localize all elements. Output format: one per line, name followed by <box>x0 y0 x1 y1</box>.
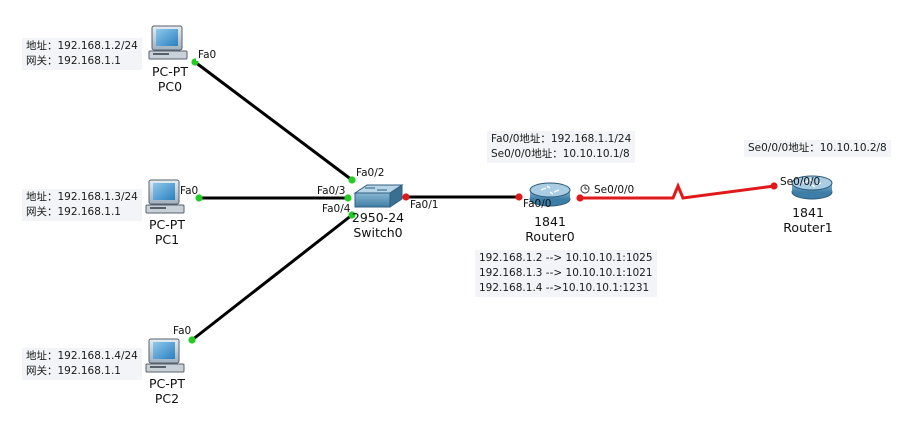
router0-router-icon[interactable] <box>529 182 571 207</box>
pc2-model: PC-PT <box>149 376 185 391</box>
switch0-name: Switch0 <box>353 225 403 240</box>
router0-address-note: Fa0/0地址：192.168.1.1/24 Se0/0/0地址：10.10.1… <box>487 131 636 163</box>
switch0-label: 2950-24 Switch0 <box>343 210 413 240</box>
port-label-pc2: Fa0 <box>173 325 191 337</box>
pc0-model: PC-PT <box>152 64 188 79</box>
pc2-name: PC2 <box>154 391 180 406</box>
link-dot <box>576 194 584 202</box>
port-label-switch0-fa01: Fa0/1 <box>410 199 438 211</box>
pc0-address-note: 地址：192.168.1.2/24 网关：192.168.1.1 <box>22 38 142 70</box>
router0-nat-note: 192.168.1.2 --> 10.10.10.1:1025 192.168.… <box>475 250 657 297</box>
pc0-label: PC-PT PC0 <box>138 64 202 94</box>
note-line: 地址：192.168.1.4/24 <box>26 350 138 362</box>
router1-model: 1841 <box>792 205 824 220</box>
link-dot <box>188 336 196 344</box>
router1-router-icon[interactable] <box>791 175 833 200</box>
pc2-label: PC-PT PC2 <box>135 376 199 406</box>
link-dot <box>348 211 356 219</box>
port-label-pc1: Fa0 <box>180 185 198 197</box>
link-dot <box>195 194 203 202</box>
router0-model: 1841 <box>534 214 566 229</box>
link-status-dots <box>188 58 778 344</box>
note-line: 192.168.1.4 -->10.10.10.1:1231 <box>479 282 650 294</box>
router0-name: Router0 <box>525 229 575 244</box>
pc2-address-note: 地址：192.168.1.4/24 网关：192.168.1.1 <box>22 348 142 380</box>
port-label-router1-se000: Se0/0/0 <box>780 176 820 188</box>
router1-address-note: Se0/0/0地址：10.10.10.2/8 <box>744 140 891 157</box>
pc0-name: PC0 <box>157 79 183 94</box>
note-line: 网关：192.168.1.1 <box>26 365 121 377</box>
note-line: Fa0/0地址：192.168.1.1/24 <box>491 133 632 145</box>
pc1-address-note: 地址：192.168.1.3/24 网关：192.168.1.1 <box>22 189 142 221</box>
link-dot <box>770 182 778 190</box>
pc2-computer-icon[interactable] <box>145 338 185 373</box>
pc0-computer-icon[interactable] <box>148 25 188 60</box>
pc1-name: PC1 <box>154 232 180 247</box>
switch0-switch-icon[interactable] <box>353 184 404 208</box>
port-labels: Fa0 Fa0 Fa0 Fa0/2 Fa0/3 Fa0/4 Fa0/1 Fa0/… <box>173 47 820 337</box>
port-label-switch0-fa02: Fa0/2 <box>356 167 384 179</box>
router1-name: Router1 <box>783 220 833 235</box>
link-pc2-switch0[interactable] <box>191 213 353 342</box>
note-line: 192.168.1.2 --> 10.10.10.1:1025 <box>479 252 653 264</box>
note-line: 192.168.1.3 --> 10.10.10.1:1021 <box>479 267 653 279</box>
link-dot <box>348 176 356 184</box>
port-label-switch0-fa04: Fa0/4 <box>322 203 351 215</box>
links <box>191 60 775 342</box>
link-pc0-switch0[interactable] <box>194 60 353 182</box>
note-line: 网关：192.168.1.1 <box>26 55 121 67</box>
pc1-computer-icon[interactable] <box>145 179 185 214</box>
port-label-router0-fa00: Fa0/0 <box>523 198 551 210</box>
router1-label: 1841 Router1 <box>776 205 840 235</box>
port-label-pc0: Fa0 <box>198 49 216 61</box>
port-label-switch0-fa03: Fa0/3 <box>317 185 345 197</box>
note-line: 地址：192.168.1.2/24 <box>26 40 138 52</box>
router0-label: 1841 Router0 <box>515 214 585 244</box>
port-label-router0-se000: Se0/0/0 <box>594 184 634 196</box>
note-line: 网关：192.168.1.1 <box>26 206 121 218</box>
note-line: 地址：192.168.1.3/24 <box>26 191 138 203</box>
note-line: Se0/0/0地址：10.10.10.1/8 <box>491 148 630 160</box>
link-dot <box>344 194 352 202</box>
link-dot <box>515 193 523 201</box>
pc1-label: PC-PT PC1 <box>135 217 199 247</box>
switch0-model: 2950-24 <box>351 210 405 225</box>
clock-icon <box>580 184 590 194</box>
pc1-model: PC-PT <box>149 217 185 232</box>
note-line: Se0/0/0地址：10.10.10.2/8 <box>748 142 887 154</box>
link-router0-router1-serial[interactable] <box>580 182 775 200</box>
link-dot <box>402 193 410 201</box>
